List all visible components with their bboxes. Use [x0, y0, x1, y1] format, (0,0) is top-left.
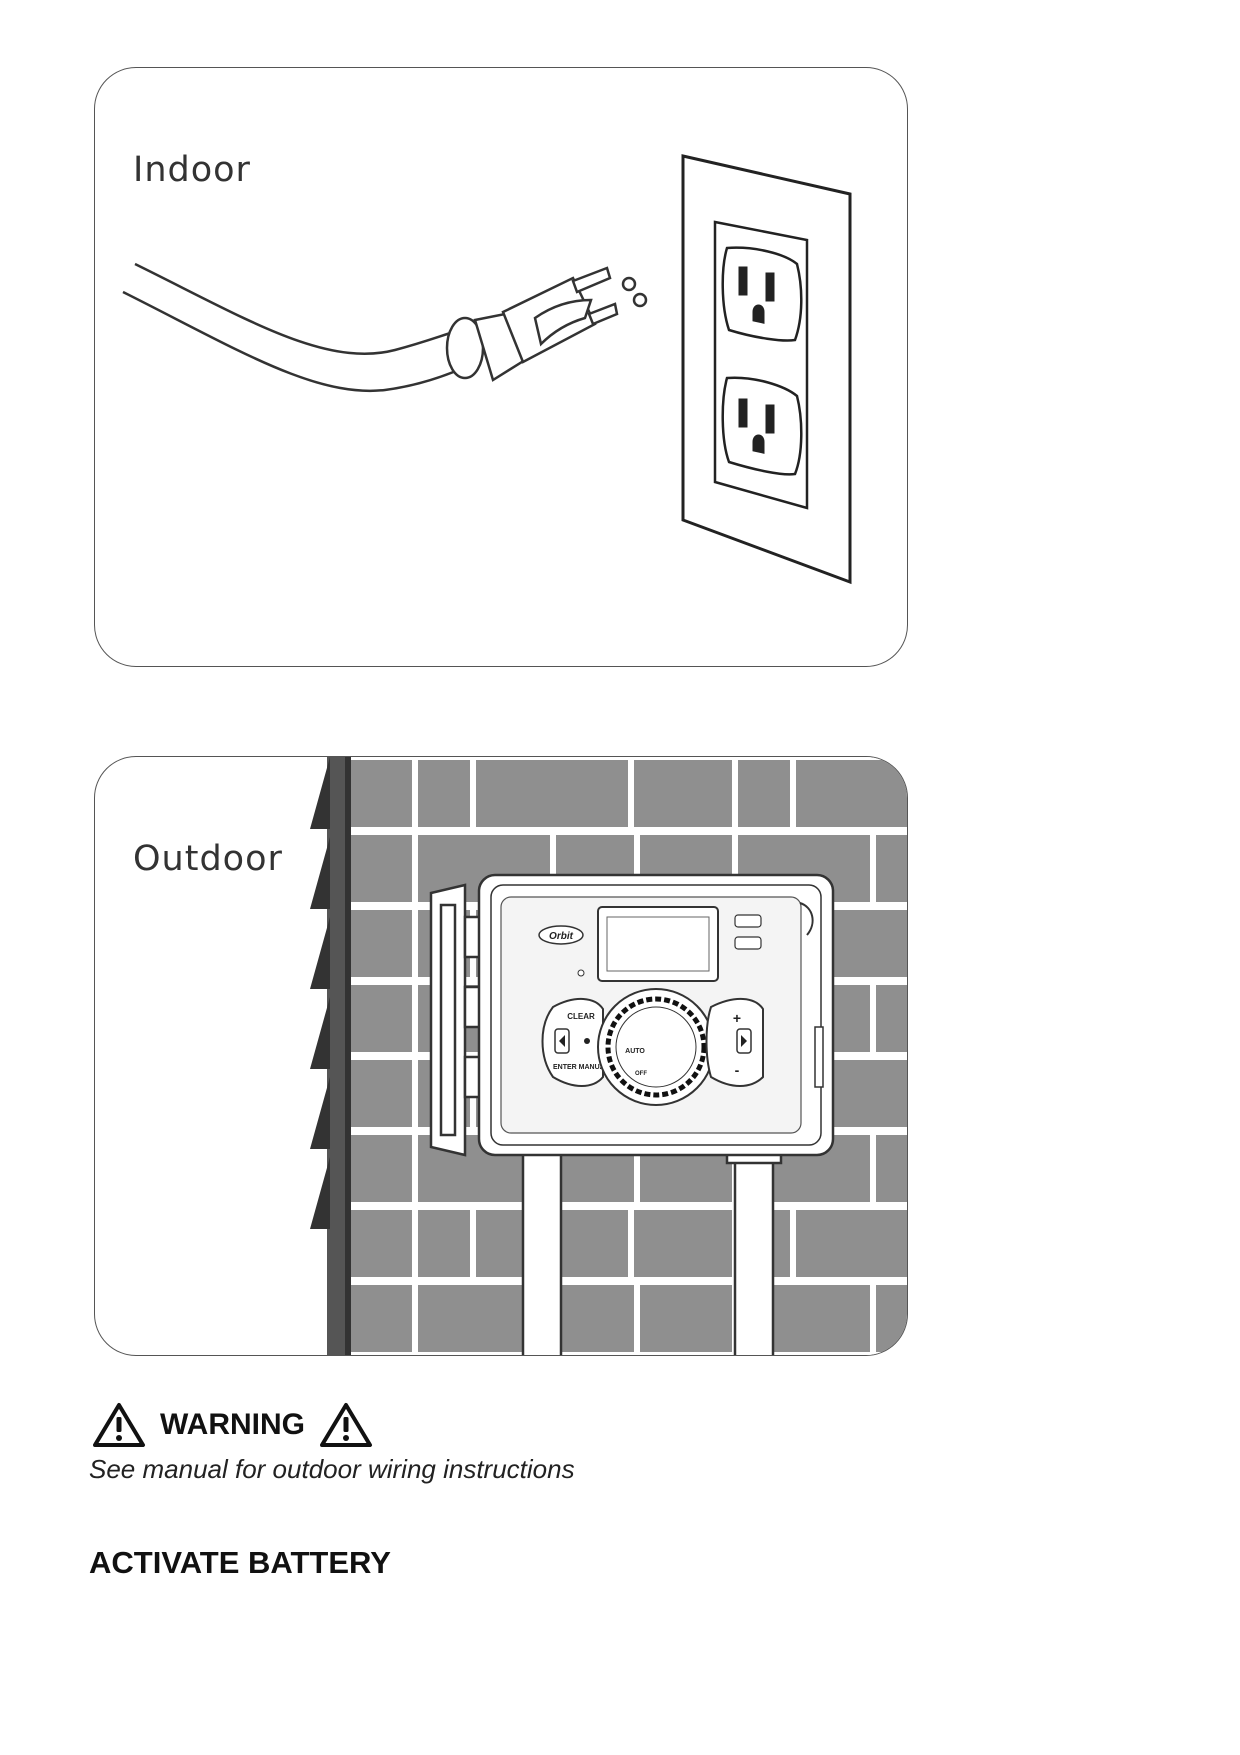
- sprinkler-controller-icon: Orbit CLEAR ENTER MANUAL AUTO OFF +: [477, 873, 835, 1157]
- indoor-label: Indoor: [133, 150, 251, 190]
- dial-off-label: OFF: [635, 1071, 647, 1077]
- controller-brand: Orbit: [549, 931, 574, 942]
- warning-note: See manual for outdoor wiring instructio…: [89, 1454, 575, 1484]
- outdoor-illustration: Orbit CLEAR ENTER MANUAL AUTO OFF +: [310, 757, 907, 1355]
- wall-outlet-icon: [681, 154, 852, 585]
- warning-triangle-icon: [320, 1403, 372, 1447]
- indoor-illustration-panel: Indoor: [94, 67, 908, 667]
- minus-button-label: -: [735, 1062, 740, 1078]
- outdoor-illustration-panel: Orbit CLEAR ENTER MANUAL AUTO OFF +: [94, 756, 908, 1356]
- clear-button-label: CLEAR: [567, 1012, 595, 1021]
- power-cord: [122, 262, 464, 393]
- dial-auto-label: AUTO: [625, 1048, 645, 1055]
- warning-banner: WARNING: [92, 1398, 373, 1452]
- section-heading: ACTIVATE BATTERY: [89, 1545, 391, 1580]
- warning-label: WARNING: [160, 1408, 305, 1441]
- plug-icon: [445, 266, 648, 382]
- indoor-illustration: [122, 154, 852, 585]
- outdoor-label: Outdoor: [133, 839, 283, 879]
- enter-manual-button-label: ENTER MANUAL: [553, 1064, 610, 1071]
- plus-button-label: +: [733, 1010, 741, 1026]
- house-siding: [310, 757, 351, 1355]
- warning-triangle-icon: [93, 1403, 145, 1447]
